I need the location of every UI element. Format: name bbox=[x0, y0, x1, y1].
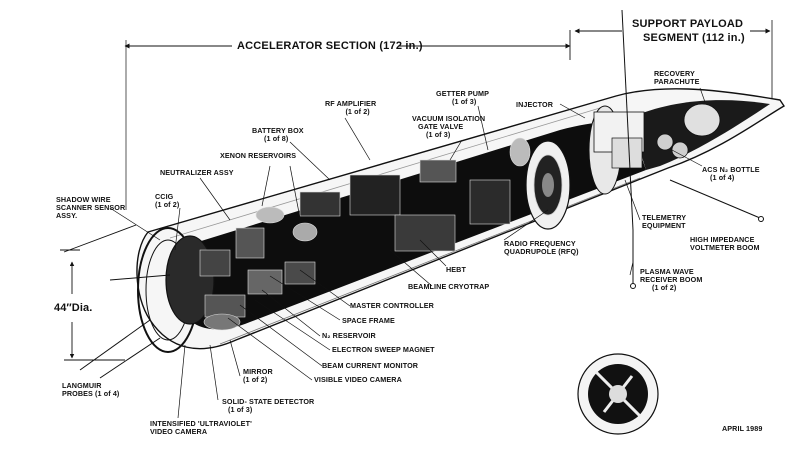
battery-box-label: BATTERY BOX (1 of 8) bbox=[252, 127, 304, 143]
plasma-wave-count: (1 of 2) bbox=[652, 283, 677, 292]
rf-amplifier-label: RF AMPLIFIER (1 of 2) bbox=[325, 100, 376, 116]
shadow-wire-line3: ASSY. bbox=[56, 211, 78, 220]
high-impedance-line2: VOLTMETER BOOM bbox=[690, 243, 760, 252]
vacuum-valve-label: VACUUM ISOLATION GATE VALVE (1 of 3) bbox=[412, 115, 485, 139]
recovery-parachute-line2: PARACHUTE bbox=[654, 77, 700, 86]
ccig-count: (1 of 2) bbox=[155, 200, 180, 209]
getter-pump-label: GETTER PUMP (1 of 3) bbox=[436, 90, 489, 106]
vacuum-valve-line2: GATE VALVE bbox=[418, 122, 464, 131]
battery-box-count: (1 of 8) bbox=[264, 134, 289, 143]
acs-bottle-text: ACS N₂ BOTTLE bbox=[702, 165, 760, 174]
injector-label: INJECTOR bbox=[516, 100, 554, 109]
telemetry-label: TELEMETRY EQUIPMENT bbox=[642, 214, 686, 230]
high-impedance-label: HIGH IMPEDANCE VOLTMETER BOOM bbox=[690, 236, 760, 252]
high-impedance-line1: HIGH IMPEDANCE bbox=[690, 235, 755, 244]
telemetry-line1: TELEMETRY bbox=[642, 213, 687, 222]
uv-camera-line2: VIDEO CAMERA bbox=[150, 427, 208, 436]
recovery-parachute-label: RECOVERY PARACHUTE bbox=[654, 70, 700, 86]
visible-video-camera-label: VISIBLE VIDEO CAMERA bbox=[314, 375, 402, 384]
shadow-wire-line2: SCANNER SENSOR bbox=[56, 203, 126, 212]
uv-video-camera-label: INTENSIFIED 'ULTRAVIOLET' VIDEO CAMERA bbox=[150, 420, 252, 436]
beam-current-monitor-label: BEAM CURRENT MONITOR bbox=[322, 361, 419, 370]
internal-equipment bbox=[199, 137, 531, 331]
langmuir-line2: PROBES (1 of 4) bbox=[62, 389, 120, 398]
diameter-dimension-line bbox=[60, 224, 137, 361]
shadow-wire-line1: SHADOW WIRE bbox=[56, 195, 111, 204]
rfq-line1: RADIO FREQUENCY bbox=[504, 239, 576, 248]
vacuum-valve-line1: VACUUM ISOLATION bbox=[412, 114, 486, 123]
rfq-disc bbox=[525, 140, 571, 230]
acs-bottle-count: (1 of 4) bbox=[710, 173, 735, 182]
langmuir-probes-label: LANGMUIR PROBES (1 of 4) bbox=[62, 382, 119, 398]
support-payload-title-line1: SUPPORT PAYLOAD bbox=[632, 18, 744, 30]
rf-amplifier-count: (1 of 2) bbox=[345, 107, 370, 116]
leader-lines bbox=[109, 87, 706, 419]
mirror-count: (1 of 2) bbox=[243, 375, 268, 384]
n2-reservoir-label: N₂ RESERVOIR bbox=[322, 331, 376, 340]
hebt-label: HEBT bbox=[446, 265, 466, 274]
getter-pump-text: GETTER PUMP bbox=[436, 89, 490, 98]
acs-bottle-label: ACS N₂ BOTTLE (1 of 4) bbox=[702, 166, 760, 182]
rf-amplifier-text: RF AMPLIFIER bbox=[325, 99, 377, 108]
telemetry-line2: EQUIPMENT bbox=[642, 221, 686, 230]
ccig-label: CCIG (1 of 2) bbox=[155, 193, 179, 209]
electron-sweep-magnet-label: ELECTRON SWEEP MAGNET bbox=[332, 345, 435, 354]
vacuum-valve-count: (1 of 3) bbox=[426, 130, 451, 139]
space-frame-label: SPACE FRAME bbox=[342, 316, 395, 325]
mission-emblem bbox=[577, 353, 659, 435]
accelerator-dimension-line bbox=[124, 30, 571, 210]
rfq-label: RADIO FREQUENCY QUADRUPOLE (RFQ) bbox=[504, 240, 579, 256]
master-controller-label: MASTER CONTROLLER bbox=[350, 301, 434, 310]
rfq-line2: QUADRUPOLE (RFQ) bbox=[504, 247, 579, 256]
support-payload-title-line2: SEGMENT (112 in.) bbox=[643, 32, 745, 44]
support-payload-bay bbox=[588, 103, 721, 195]
booms bbox=[79, 9, 764, 379]
plasma-wave-line1: PLASMA WAVE bbox=[640, 267, 694, 276]
plasma-wave-line2: RECEIVER BOOM bbox=[640, 275, 703, 284]
solid-state-line1: SOLID- STATE DETECTOR bbox=[222, 397, 315, 406]
recovery-parachute-line1: RECOVERY bbox=[654, 69, 695, 78]
accelerator-section-title: ACCELERATOR SECTION (172 in.) bbox=[237, 40, 423, 52]
support-segment-dimension-line bbox=[574, 20, 773, 105]
ccig-text: CCIG bbox=[155, 192, 174, 201]
neutralizer-label: NEUTRALIZER ASSY bbox=[160, 168, 234, 177]
shadow-wire-label: SHADOW WIRE SCANNER SENSOR ASSY. bbox=[56, 196, 125, 220]
xenon-reservoirs-label: XENON RESERVOIRS bbox=[220, 151, 297, 160]
langmuir-line1: LANGMUIR bbox=[62, 381, 102, 390]
solid-state-detector-label: SOLID- STATE DETECTOR (1 of 3) bbox=[222, 398, 314, 414]
solid-state-count: (1 of 3) bbox=[228, 405, 253, 414]
battery-box-text: BATTERY BOX bbox=[252, 126, 304, 135]
mirror-label: MIRROR (1 of 2) bbox=[243, 368, 273, 384]
date-label: APRIL 1989 bbox=[722, 424, 763, 433]
uv-camera-line1: INTENSIFIED 'ULTRAVIOLET' bbox=[150, 419, 252, 428]
plasma-wave-label: PLASMA WAVE RECEIVER BOOM (1 of 2) bbox=[640, 268, 702, 292]
getter-pump-count: (1 of 3) bbox=[452, 97, 477, 106]
beamline-cryotrap-label: BEAMLINE CRYOTRAP bbox=[408, 282, 490, 291]
diameter-label: 44″Dia. bbox=[54, 302, 93, 314]
mirror-text: MIRROR bbox=[243, 367, 273, 376]
